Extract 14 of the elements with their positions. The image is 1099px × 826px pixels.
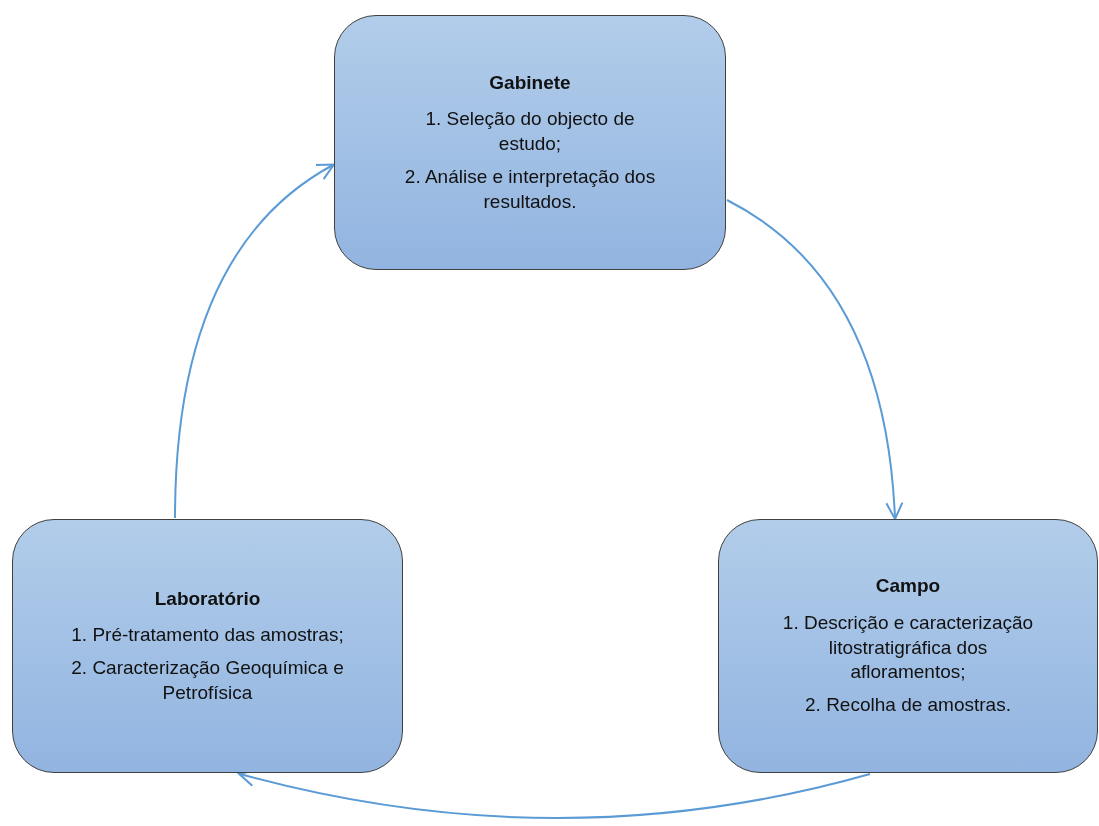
list-item: 1. Pré-tratamento das amostras; <box>71 623 344 648</box>
rounded-box <box>334 15 726 270</box>
rounded-box <box>12 519 403 773</box>
list-item: 2. Análise e interpretação dos resultados. <box>403 164 657 214</box>
box-heading: Laboratório <box>154 586 261 611</box>
list-item: 1. Seleção do objecto de estudo; <box>424 107 636 157</box>
list-item: 1. Descrição e caracterização litostratigráfica dos afloramentos; <box>781 610 1035 685</box>
box-heading: Gabinete <box>489 70 571 95</box>
rounded-box <box>718 519 1098 773</box>
curved-arrow <box>174 163 335 519</box>
list-item: 2. Recolha de amostras. <box>805 693 1011 718</box>
box-heading: Campo <box>875 574 941 599</box>
curved-arrow <box>726 199 903 520</box>
list-item: 2. Caracterização Geoquímica e Petrofísica <box>70 656 345 705</box>
